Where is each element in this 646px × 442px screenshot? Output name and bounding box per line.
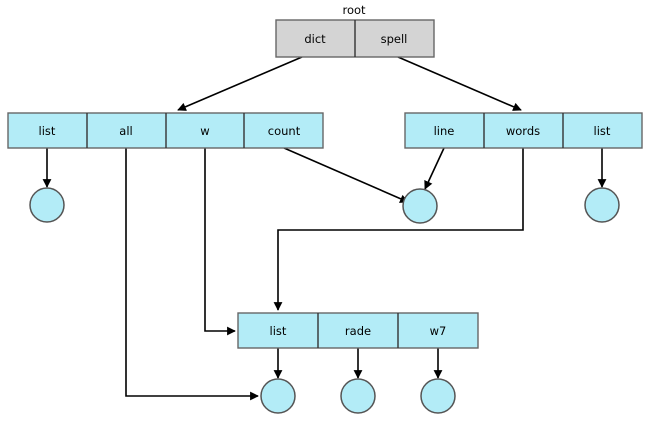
bottom-cell-list[interactable]: list [270, 324, 287, 338]
root-cell-spell[interactable]: spell [381, 32, 408, 46]
leaf-node-bottom-1[interactable] [260, 378, 296, 414]
leaf-node-left[interactable] [29, 187, 65, 223]
edge-w-to-bottom-array [204, 148, 236, 336]
right-cell-list[interactable]: list [594, 124, 611, 138]
leaf-node-center[interactable] [402, 188, 438, 224]
root-cell-dict[interactable]: dict [304, 32, 326, 46]
bottom-array-box [237, 312, 479, 349]
edge-dict-to-left-array [177, 56, 303, 111]
edge-count-to-leaf-center [283, 147, 409, 203]
edge-layer [42, 56, 607, 401]
edge-words-to-bottom-array [273, 148, 524, 311]
bottom-cell-w7[interactable]: w7 [430, 324, 447, 338]
left-cell-list[interactable]: list [39, 124, 56, 138]
bottom-cell-rade[interactable]: rade [345, 324, 371, 338]
leaf-node-layer [29, 187, 620, 414]
edge-spell-to-right-array [397, 56, 522, 111]
right-cell-line[interactable]: line [434, 124, 455, 138]
leaf-node-bottom-2[interactable] [340, 378, 376, 414]
right-cell-words[interactable]: words [506, 124, 540, 138]
bottom-array[interactable]: list rade w7 [237, 312, 479, 349]
right-array-box [404, 112, 643, 149]
leaf-node-bottom-3[interactable] [420, 378, 456, 414]
edge-all-to-leaf-bottom-1 [125, 148, 259, 401]
left-cell-count[interactable]: count [268, 124, 301, 138]
root-caption: root [342, 3, 366, 17]
left-cell-w[interactable]: w [200, 124, 209, 138]
leaf-node-right[interactable] [584, 187, 620, 223]
left-cell-all[interactable]: all [119, 124, 132, 138]
edge-line-to-leaf-center [424, 147, 445, 190]
root-array[interactable]: root dict spell [275, 3, 435, 58]
left-array[interactable]: list all w count [7, 112, 324, 149]
right-array[interactable]: line words list [404, 112, 643, 149]
